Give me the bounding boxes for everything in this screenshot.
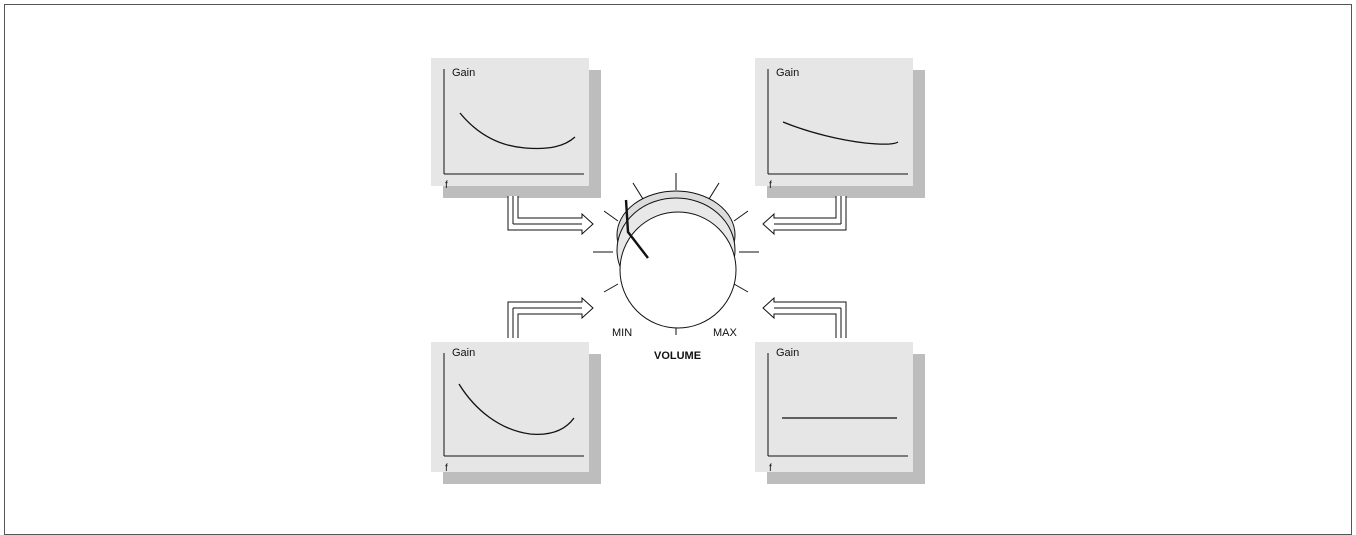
- gain-curve: [459, 112, 576, 150]
- arrow-bottom-left: [507, 296, 594, 338]
- knob-min-label: MIN: [612, 327, 632, 339]
- knob-volume-label: VOLUME: [654, 350, 701, 362]
- arrow-bottom-right: [762, 296, 847, 338]
- panel-top-left: Gain f: [431, 58, 601, 198]
- tick-mark: [733, 210, 749, 222]
- frequency-axis-label: f: [445, 463, 448, 474]
- gain-axis-label: Gain: [776, 347, 799, 359]
- knob-pointer: [624, 199, 649, 259]
- gain-axis-label: Gain: [452, 67, 475, 79]
- gain-axis-label: Gain: [776, 67, 799, 79]
- panel-background: [431, 342, 589, 472]
- volume-knob: MIN MAX VOLUME: [593, 173, 759, 362]
- panel-bottom-right: Gain f: [755, 342, 925, 484]
- gain-curve: [782, 121, 899, 145]
- knob-tick-marks: [593, 173, 759, 335]
- frequency-axis-label: f: [445, 180, 448, 191]
- knob-max-label: MAX: [713, 327, 738, 339]
- frequency-axis-label: f: [769, 463, 772, 474]
- arrow-top-left: [507, 196, 594, 236]
- tick-mark: [603, 210, 619, 222]
- tick-mark: [603, 283, 619, 293]
- tick-mark: [632, 182, 644, 200]
- panel-background: [755, 58, 913, 186]
- tick-mark: [708, 182, 720, 200]
- knob-face: [619, 211, 737, 329]
- gain-axis-label: Gain: [452, 347, 475, 359]
- panel-background: [431, 58, 589, 186]
- frequency-axis-label: f: [769, 180, 772, 191]
- arrow-top-right: [762, 196, 847, 236]
- gain-curve: [458, 383, 575, 435]
- panel-background: [755, 342, 913, 472]
- panel-bottom-left: Gain f: [431, 342, 601, 484]
- panel-top-right: Gain f: [755, 58, 925, 198]
- tick-mark: [733, 283, 749, 293]
